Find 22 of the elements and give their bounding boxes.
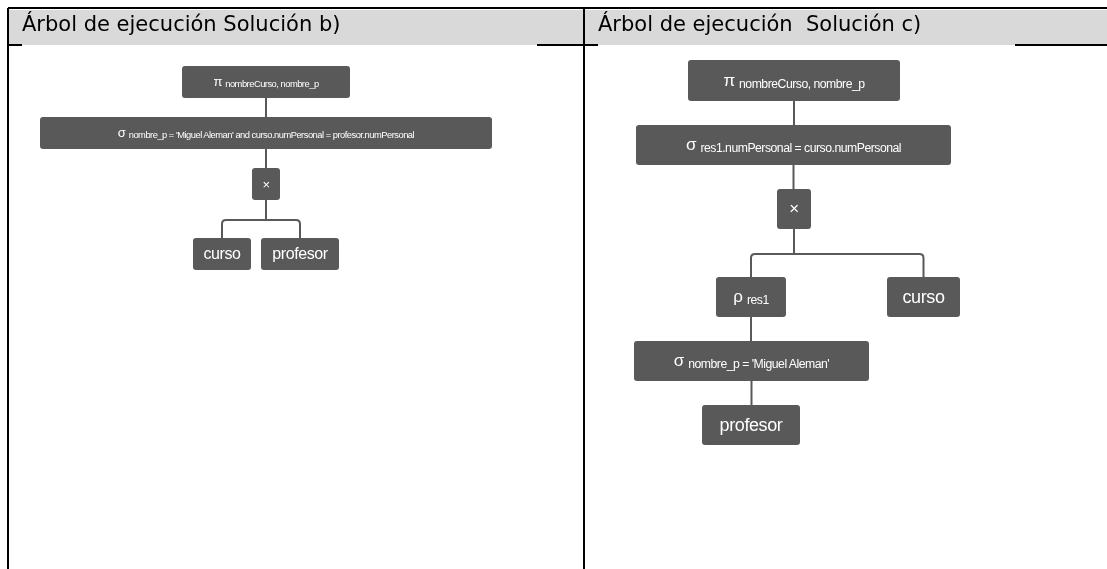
operator-box: ×	[777, 189, 811, 229]
tree-connector	[792, 164, 795, 190]
operator-box: profesor	[261, 238, 339, 270]
column-heading: Árbol de ejecución Solución c)	[598, 12, 922, 36]
operator-box: σ $_{nombre_p = 'Miguel Aleman' and curso.numPersonal = profesor.numPersonal}$	[40, 117, 492, 149]
tree-connector	[750, 316, 752, 342]
tree-connector	[750, 380, 753, 406]
operator-box: π $_{nombreCurso, nombre_p}$	[688, 60, 900, 101]
operator-box: π $_{nombreCurso, nombre_p}$	[182, 66, 350, 98]
tree-connector	[265, 97, 267, 118]
tree-connector	[265, 148, 267, 169]
operator-box: curso	[193, 238, 251, 270]
tree-connector	[793, 100, 795, 126]
operator-box: curso	[887, 277, 960, 317]
operator-box: profesor	[702, 405, 800, 445]
tree-connector	[265, 199, 301, 239]
tree-connector	[793, 228, 925, 278]
operator-box: ×	[252, 168, 280, 200]
operator-box: σ $_{res1.numPersonal = curso.numPersonal}$	[636, 125, 951, 165]
operator-box: σ $_{nombre_p = 'Miguel Aleman'}$	[634, 341, 869, 381]
operator-box: ρ $_{res1}$	[716, 277, 786, 317]
column-heading: Árbol de ejecución Solución b)	[22, 12, 341, 36]
